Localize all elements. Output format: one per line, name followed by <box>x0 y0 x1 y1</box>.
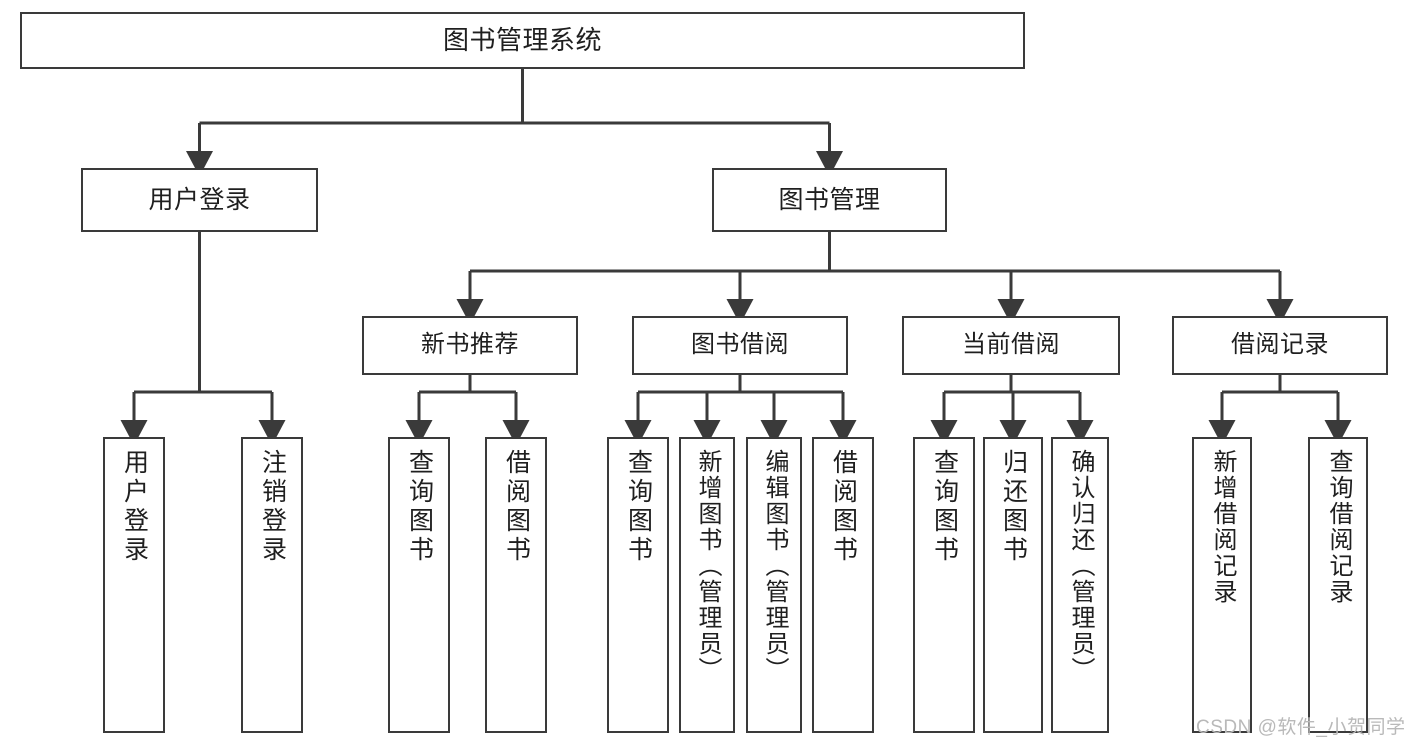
node-leaf-borrow-lend[interactable]: 借阅图书 <box>812 437 874 733</box>
node-leaf-rec-borrow[interactable]: 借阅图书 <box>485 437 547 733</box>
node-leaf-cur-return[interactable]: 归还图书 <box>983 437 1043 733</box>
node-label: 借阅图书 <box>829 449 858 565</box>
node-borrow-record[interactable]: 借阅记录 <box>1172 316 1388 375</box>
csdn-watermark: CSDN @软件_小贺同学 <box>1196 717 1405 738</box>
node-label: 新书推荐 <box>421 331 519 359</box>
node-label: 查询图书 <box>624 449 653 565</box>
node-leaf-cur-confirm[interactable]: 确认归还（管理员） <box>1051 437 1109 733</box>
node-root[interactable]: 图书管理系统 <box>20 12 1025 69</box>
node-label: 编辑图书（管理员） <box>761 449 788 683</box>
node-current-borrow[interactable]: 当前借阅 <box>902 316 1120 375</box>
node-label: 查询借阅记录 <box>1325 449 1352 605</box>
node-new-book-rec[interactable]: 新书推荐 <box>362 316 578 375</box>
node-leaf-borrow-add[interactable]: 新增图书（管理员） <box>679 437 735 733</box>
node-label: 用户登录 <box>148 186 251 214</box>
node-label: 注销登录 <box>258 449 287 565</box>
node-label: 新增借阅记录 <box>1209 449 1236 605</box>
node-leaf-cur-query[interactable]: 查询图书 <box>913 437 975 733</box>
node-leaf-rec-query[interactable]: 查询图书 <box>388 437 450 733</box>
node-label: 图书管理 <box>778 186 881 214</box>
node-label: 图书借阅 <box>691 331 789 359</box>
node-leaf-rec-add[interactable]: 新增借阅记录 <box>1192 437 1252 733</box>
node-leaf-user-login[interactable]: 用户登录 <box>103 437 165 733</box>
node-label: 借阅记录 <box>1231 331 1329 359</box>
node-label: 查询图书 <box>405 449 434 565</box>
node-label: 新增图书（管理员） <box>694 449 721 683</box>
node-label: 图书管理系统 <box>442 24 602 55</box>
node-label: 用户登录 <box>120 449 149 565</box>
node-leaf-borrow-query[interactable]: 查询图书 <box>607 437 669 733</box>
node-label: 查询图书 <box>930 449 959 565</box>
node-label: 借阅图书 <box>502 449 531 565</box>
node-leaf-borrow-edit[interactable]: 编辑图书（管理员） <box>746 437 802 733</box>
node-leaf-rec-query2[interactable]: 查询借阅记录 <box>1308 437 1368 733</box>
node-book-borrow[interactable]: 图书借阅 <box>632 316 848 375</box>
node-label: 归还图书 <box>999 449 1028 565</box>
node-label: 当前借阅 <box>962 331 1060 359</box>
node-label: 确认归还（管理员） <box>1067 449 1094 683</box>
node-leaf-user-logout[interactable]: 注销登录 <box>241 437 303 733</box>
node-book-manage[interactable]: 图书管理 <box>712 168 947 232</box>
node-user-login[interactable]: 用户登录 <box>81 168 318 232</box>
